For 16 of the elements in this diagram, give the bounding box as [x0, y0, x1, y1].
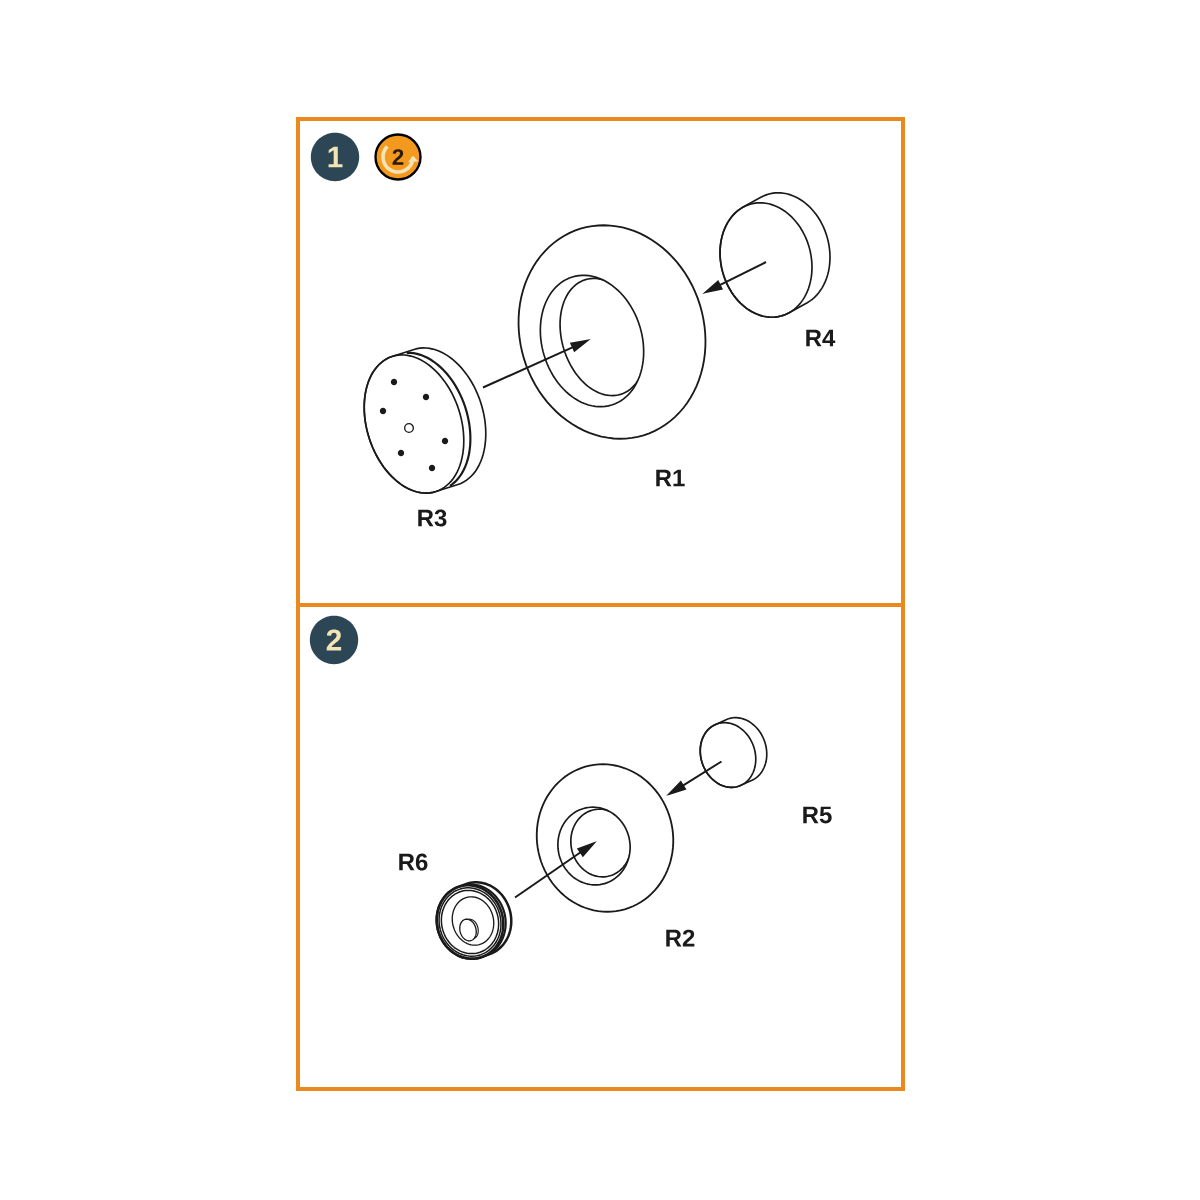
step-number: 2 — [309, 615, 359, 665]
part-label: R6 — [399, 853, 428, 871]
tire — [535, 763, 675, 913]
step-number: 1 — [310, 132, 360, 182]
step-panel — [296, 603, 905, 1091]
part-label: R2 — [666, 929, 695, 947]
part-label: R1 — [656, 469, 685, 487]
part-label: R3 — [418, 509, 447, 527]
wheel-hub — [435, 881, 513, 960]
hubcap — [719, 191, 831, 319]
part-label: R4 — [806, 329, 836, 347]
wheel-hub — [363, 347, 487, 494]
part-label: R5 — [803, 806, 832, 824]
repeat-badge: 2 — [374, 133, 422, 181]
tire — [517, 224, 707, 440]
hubcap — [699, 716, 768, 789]
